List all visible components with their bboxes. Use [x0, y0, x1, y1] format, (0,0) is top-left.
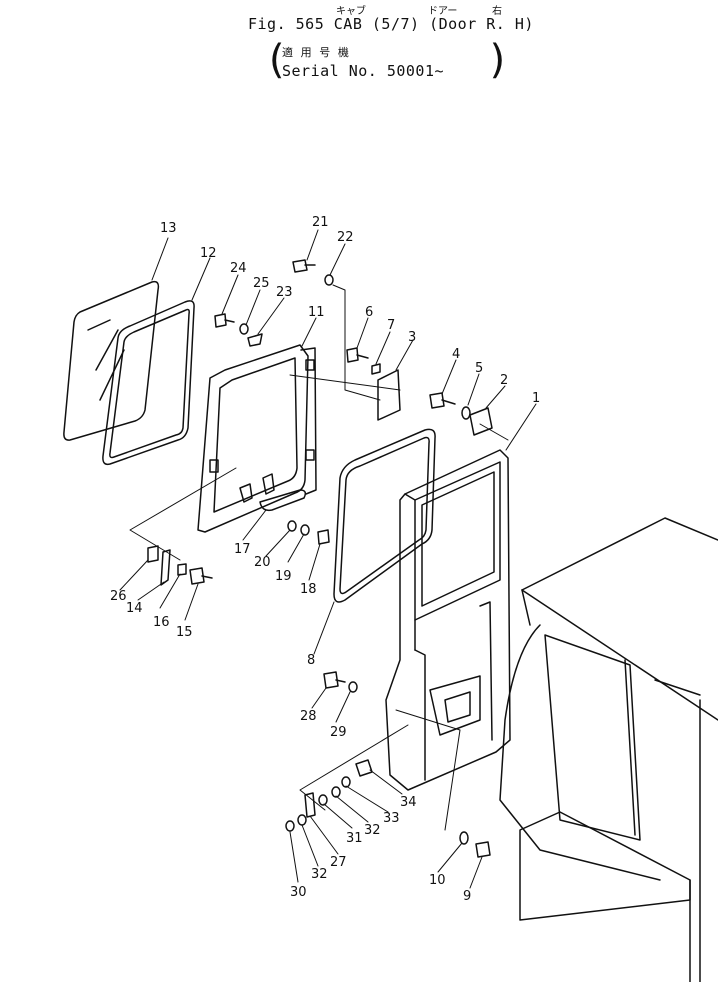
glass-pane-13 — [63, 280, 160, 441]
kana-door: ドアー — [428, 6, 458, 17]
callout-17: 17 — [234, 542, 251, 557]
callout-10: 10 — [429, 873, 446, 888]
callout-26: 26 — [110, 589, 127, 604]
callout-1: 1 — [532, 391, 540, 406]
nut-23 — [247, 333, 263, 347]
callout-28: 28 — [300, 709, 317, 724]
callout-24: 24 — [230, 261, 247, 276]
handle-17 — [259, 489, 307, 512]
serial-label-jp: 適 用 号 機 — [282, 46, 350, 59]
kana-right: 右 — [492, 6, 502, 17]
callout-27: 27 — [330, 855, 347, 870]
callout-16: 16 — [153, 615, 170, 630]
callout-14: 14 — [126, 601, 143, 616]
callout-19: 19 — [275, 569, 292, 584]
callout-7: 7 — [387, 318, 395, 333]
small-parts — [147, 259, 493, 858]
figure-title: Fig. 565 CAB (5/7) (Door R. H) — [248, 15, 534, 33]
callout-34: 34 — [400, 795, 417, 810]
callout-12: 12 — [200, 246, 217, 261]
callout-18: 18 — [300, 582, 317, 597]
callout-3: 3 — [408, 330, 416, 345]
serial-number: Serial No. 50001~ — [282, 62, 445, 80]
callout-8: 8 — [307, 653, 315, 668]
callout-25: 25 — [253, 276, 270, 291]
callout-29: 29 — [330, 725, 347, 740]
callout-13: 13 — [160, 221, 177, 236]
callout-2: 2 — [500, 373, 508, 388]
window-frame-11 — [197, 344, 317, 533]
callout-21: 21 — [312, 215, 329, 230]
callout-32b: 32 — [311, 867, 328, 882]
callout-9: 9 — [463, 889, 471, 904]
callout-labels: 1 2 3 4 5 6 7 8 9 10 11 12 13 14 15 16 1… — [110, 215, 540, 904]
callout-5: 5 — [475, 361, 483, 376]
left-paren: ( — [264, 37, 289, 83]
door-frame-1 — [385, 449, 511, 791]
callout-20: 20 — [254, 555, 271, 570]
callout-4: 4 — [452, 347, 460, 362]
callout-30: 30 — [290, 885, 307, 900]
callout-22: 22 — [337, 230, 354, 245]
cab-body — [499, 517, 718, 982]
callout-6: 6 — [365, 305, 373, 320]
callout-11: 11 — [308, 305, 325, 320]
washer-25 — [239, 323, 249, 335]
seal-12 — [102, 300, 195, 466]
callout-15: 15 — [176, 625, 193, 640]
right-paren: ) — [486, 37, 511, 83]
callout-33: 33 — [383, 811, 400, 826]
callout-23: 23 — [276, 285, 293, 300]
callout-32a: 32 — [364, 823, 381, 838]
callout-31: 31 — [346, 831, 363, 846]
seal-8 — [333, 428, 436, 603]
leader-lines — [119, 229, 537, 889]
kana-cab: キャブ — [336, 6, 366, 17]
